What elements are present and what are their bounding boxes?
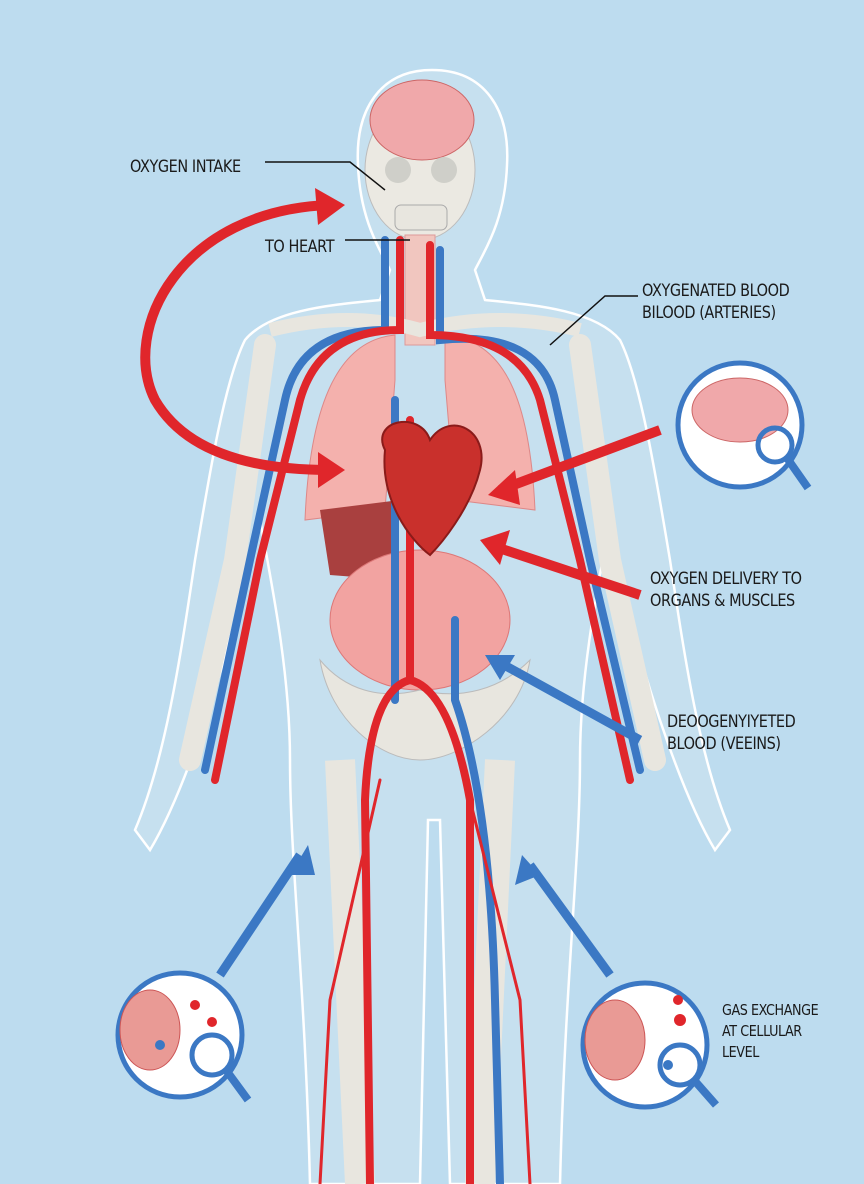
arteries bbox=[211, 236, 634, 1184]
callout-lines bbox=[265, 161, 638, 346]
label-oxygen-delivery: OXYGEN DELIVERY TO ORGANS & MUSCLES bbox=[650, 568, 802, 612]
deoxygenated-arrow bbox=[216, 656, 643, 978]
label-line: BILOOD (ARTERIES) bbox=[642, 303, 776, 323]
oxygen-flow-arrow bbox=[140, 200, 662, 600]
label-line: LEVEL bbox=[722, 1043, 759, 1061]
label-line: AT CELLULAR bbox=[722, 1022, 802, 1040]
label-line: GAS EXCHANGE bbox=[722, 1001, 819, 1019]
cell-magnifier-left bbox=[115, 970, 252, 1103]
intestines bbox=[329, 549, 511, 691]
label-gas-exchange: GAS EXCHANGE AT CELLULAR LEVEL bbox=[722, 1000, 819, 1063]
brain bbox=[369, 79, 475, 161]
label-to-heart: TO HEART bbox=[265, 237, 335, 257]
label-line: OXYGENATED BLOOD bbox=[642, 281, 790, 301]
label-deoxygenated-blood: DEOOGENYIYETED BLOOD (VEEINS) bbox=[667, 711, 796, 755]
label-oxygen-intake: OXYGEN INTAKE bbox=[130, 157, 241, 177]
heart bbox=[381, 421, 483, 557]
cell-magnifier-right bbox=[580, 980, 720, 1110]
label-line: DEOOGENYIYETED bbox=[667, 712, 796, 732]
label-line: OXYGEN DELIVERY TO bbox=[650, 569, 802, 589]
label-line: BLOOD (VEEINS) bbox=[667, 734, 781, 754]
label-oxygenated-blood: OXYGENATED BLOOD BILOOD (ARTERIES) bbox=[642, 280, 790, 324]
brain-magnifier bbox=[675, 360, 812, 491]
label-line: ORGANS & MUSCLES bbox=[650, 591, 795, 611]
